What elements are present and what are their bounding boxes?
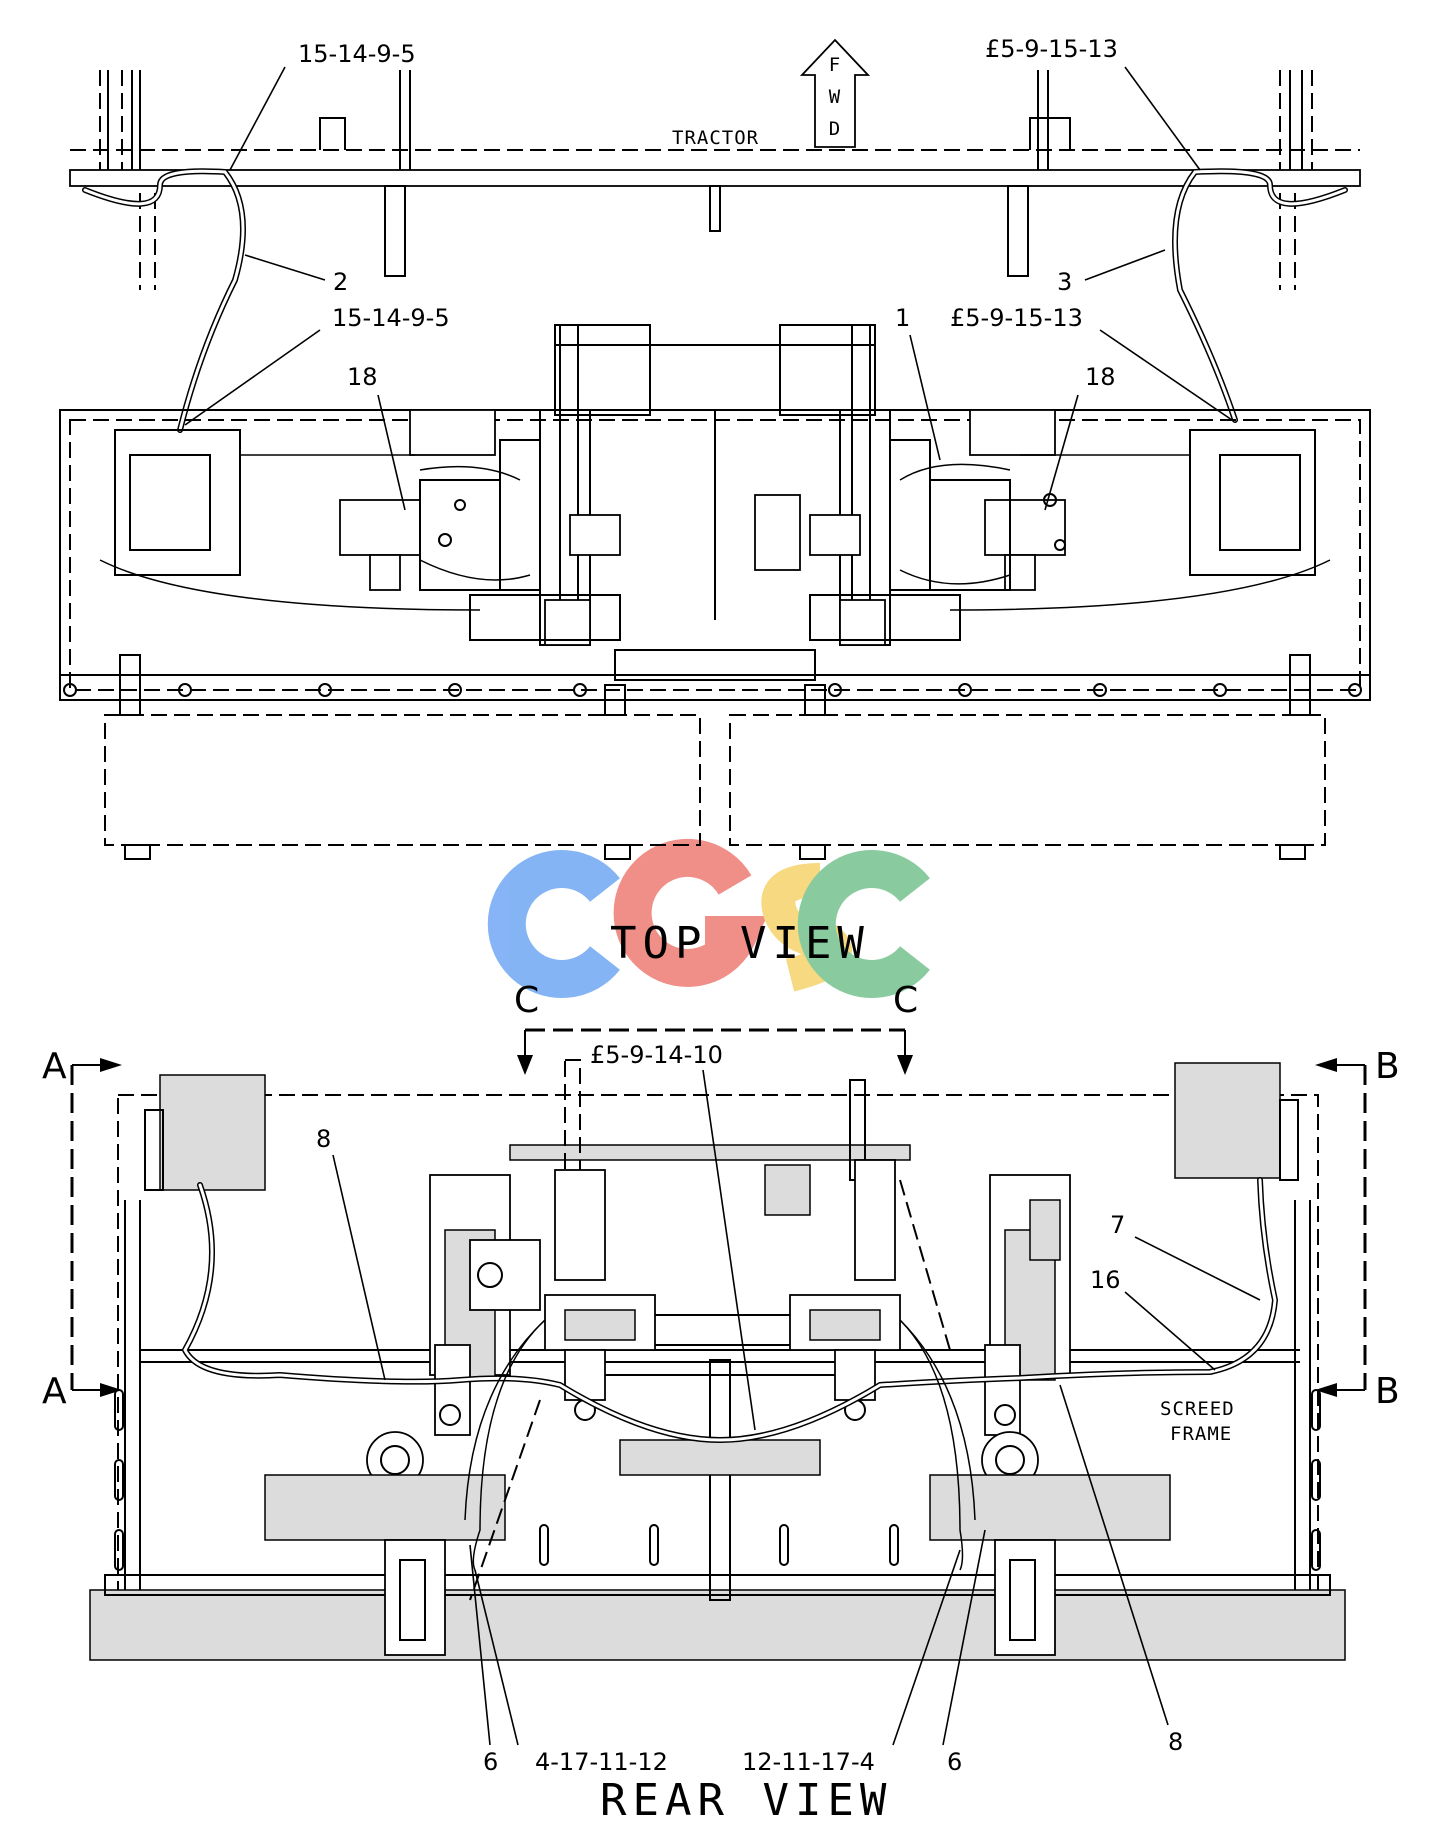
section-c-right: C <box>893 980 918 1021</box>
screed-frame-label-line1: SCREED <box>1160 1398 1235 1420</box>
top-view-title: TOP VIEW <box>610 918 870 969</box>
ref-15-9-15-13-mid: £5-9-15-13 <box>950 304 1083 332</box>
item-7-label: 7 <box>1110 1211 1125 1239</box>
ref-12-11-17-4: 12-11-17-4 <box>742 1748 875 1776</box>
left-cylinder <box>429 1174 541 1436</box>
item-8-right-label: 8 <box>1168 1728 1183 1756</box>
valve-assembly-left <box>339 409 541 591</box>
rear-tank-left <box>159 1074 266 1191</box>
hose-item-2 <box>82 168 246 433</box>
item-3-label: 3 <box>1057 268 1072 296</box>
rear-tank-right <box>1174 1062 1281 1179</box>
tank-left <box>114 429 241 576</box>
tractor-rails <box>99 70 1313 290</box>
section-line-c: C C <box>514 980 918 1075</box>
tractor-label: TRACTOR <box>672 127 759 149</box>
right-cylinder <box>984 1174 1071 1436</box>
forward-arrow: F W D <box>799 38 871 148</box>
section-a-bottom: A <box>42 1371 67 1412</box>
ref-15-9-14-10: £5-9-14-10 <box>590 1041 723 1069</box>
tank-right <box>1189 429 1316 576</box>
ref-4-17-11-12: 4-17-11-12 <box>535 1748 668 1776</box>
screed-frame-label-line2: FRAME <box>1170 1423 1232 1445</box>
rear-view-title: REAR VIEW <box>600 1775 892 1826</box>
section-b-top: B <box>1375 1046 1400 1087</box>
tractor-crossbeam <box>69 169 1361 187</box>
item-2-label: 2 <box>333 268 348 296</box>
hose-item-3 <box>1172 168 1348 423</box>
item-6-right-label: 6 <box>947 1748 962 1776</box>
ref-15-14-9-5-mid: 15-14-9-5 <box>332 304 450 332</box>
item-1-label: 1 <box>895 304 910 332</box>
section-line-b: B B <box>1315 1046 1400 1412</box>
watermark-logo <box>487 838 930 998</box>
fwd-letter-d: D <box>829 118 841 140</box>
center-valve-right <box>789 1294 901 1421</box>
ref-15-14-9-5-top: 15-14-9-5 <box>298 40 416 68</box>
fwd-letter-f: F <box>829 54 841 76</box>
item-18-right-label: 18 <box>1085 363 1116 391</box>
item-8-left-label: 8 <box>316 1125 331 1153</box>
section-b-bottom: B <box>1375 1371 1400 1412</box>
extension-left <box>104 714 701 846</box>
lower-motor-right <box>929 1431 1171 1656</box>
frame-bolt-holes <box>63 683 1362 697</box>
extension-right <box>729 714 1326 846</box>
top-view: F W D TRACTOR <box>59 35 1371 969</box>
section-a-top: A <box>42 1046 67 1087</box>
fwd-letter-w: W <box>829 86 841 108</box>
side-slots <box>114 1389 1321 1571</box>
item-18-left-label: 18 <box>347 363 378 391</box>
center-valve-left <box>544 1294 656 1421</box>
section-c-left: C <box>514 980 539 1021</box>
valve-assembly-right <box>754 409 1066 591</box>
ref-15-9-15-13-top: £5-9-15-13 <box>985 35 1118 63</box>
item-6-left-label: 6 <box>483 1748 498 1776</box>
rear-view: C C A A B B <box>42 980 1400 1826</box>
section-line-a: A A <box>42 1046 122 1412</box>
item-16-label: 16 <box>1090 1266 1121 1294</box>
